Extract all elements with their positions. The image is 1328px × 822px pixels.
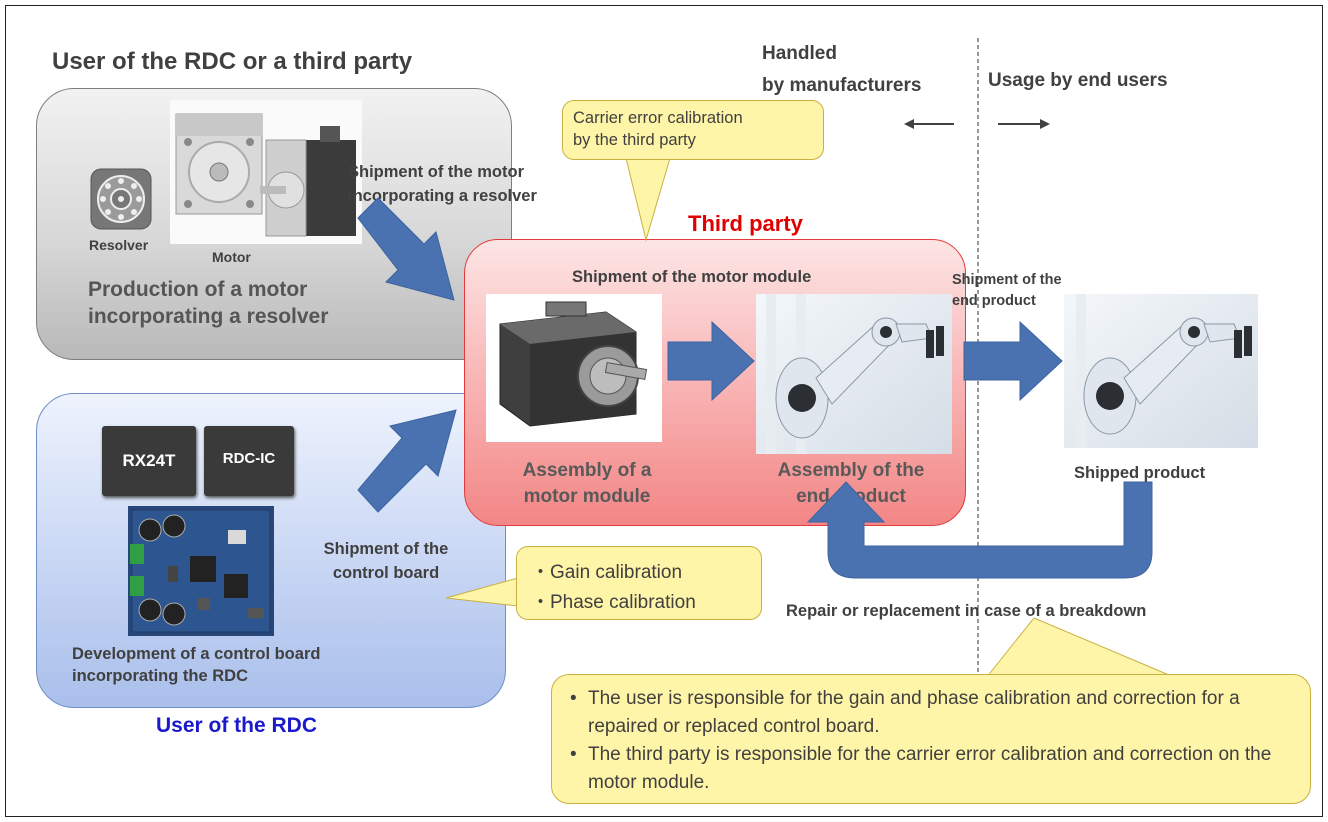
shipped-product-label: Shipped product xyxy=(1074,464,1206,482)
responsibility-item: •The third party is responsible for the … xyxy=(570,744,1272,793)
responsibility-list: •The user is responsible for the gain an… xyxy=(552,675,1310,797)
heading-rdc-user: User of the RDC xyxy=(156,714,318,737)
responsibility-callout: •The user is responsible for the gain an… xyxy=(551,674,1311,804)
motor-image xyxy=(170,100,362,244)
heading-usage: Usage by end users xyxy=(988,70,1168,91)
control-board-image xyxy=(128,506,274,636)
callout-top-pointer xyxy=(625,156,671,242)
control-board-caption: Development of a control board incorpora… xyxy=(72,645,321,685)
arrow-module-to-end xyxy=(667,320,755,402)
shipped-product-image xyxy=(1064,294,1258,448)
left-arrow-icon xyxy=(904,119,954,129)
motor-label: Motor xyxy=(212,249,251,265)
arrow-end-to-shipped xyxy=(963,320,1063,402)
heading-handled: Handled by manufacturers xyxy=(762,43,922,96)
assembly-module-label: Assembly of a motor module xyxy=(522,460,652,507)
gain-phase-callout: ・Gain calibration ・Phase calibration xyxy=(516,546,762,620)
phase-calibration-text: ・Phase calibration xyxy=(531,592,696,613)
shipment-module-label: Shipment of the motor module xyxy=(572,268,812,286)
arrow-repair-return xyxy=(806,481,1153,579)
resolver-label: Resolver xyxy=(89,237,149,253)
arrow-board-to-third-party xyxy=(357,409,457,513)
chip-rdc-ic: RDC-IC xyxy=(204,426,294,496)
gain-calibration-text: ・Gain calibration xyxy=(531,562,683,583)
arrow-motor-to-third-party xyxy=(357,197,455,301)
callout-mid-pointer xyxy=(445,577,520,607)
shipment-motor-label: Shipment of the motor incorporating a re… xyxy=(348,163,537,205)
responsibility-item: •The user is responsible for the gain an… xyxy=(570,688,1240,737)
shipment-end-label: Shipment of the end product xyxy=(952,272,1062,309)
carrier-error-callout: Carrier error calibration by the third p… xyxy=(562,100,824,160)
carrier-error-text: Carrier error calibration by the third p… xyxy=(573,109,743,149)
right-arrow-icon xyxy=(998,119,1050,129)
shipment-board-label: Shipment of the control board xyxy=(323,540,449,582)
robot-arm-image xyxy=(756,294,952,454)
flow-arrows xyxy=(357,197,1153,579)
motor-module-image xyxy=(486,294,662,442)
resolver-icon xyxy=(90,168,152,230)
diagram-frame: User of the RDC or a third party Handled… xyxy=(5,5,1323,817)
assembly-end-label: Assembly of the end product xyxy=(777,460,925,507)
heading-third-party: Third party xyxy=(688,211,803,236)
heading-top-left: User of the RDC or a third party xyxy=(52,48,413,75)
chip-rx24t: RX24T xyxy=(102,426,196,496)
motor-production-caption: Production of a motor incorporating a re… xyxy=(88,278,329,328)
repair-label: Repair or replacement in case of a break… xyxy=(786,602,1147,620)
